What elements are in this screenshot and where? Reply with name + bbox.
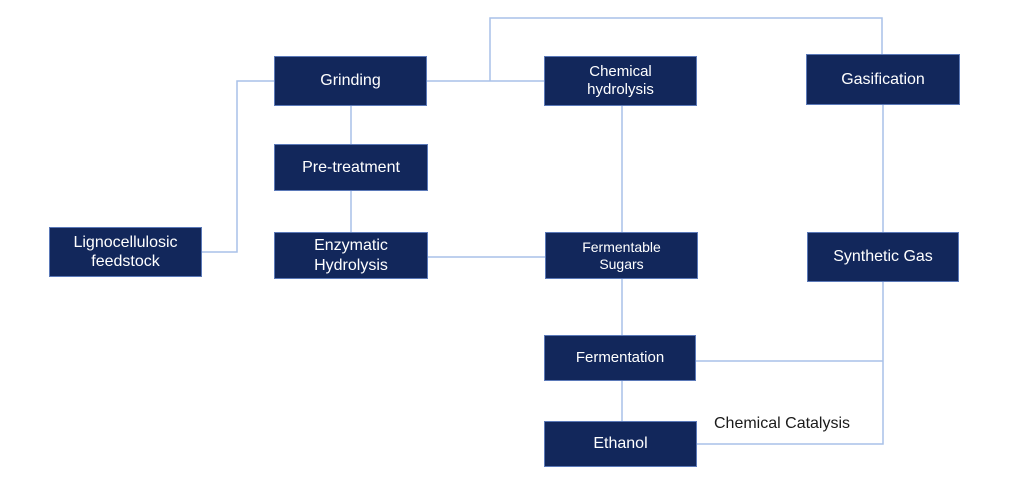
node-fermentation: Fermentation	[544, 335, 696, 381]
connector-grinding-to-gasification	[489, 17, 883, 81]
node-ethanol: Ethanol	[544, 421, 697, 467]
node-pre-treatment: Pre-treatment	[274, 144, 428, 191]
node-chemical-hydrolysis: Chemical hydrolysis	[544, 56, 697, 106]
node-gasification: Gasification	[806, 54, 960, 105]
connector-lignocellulosic-feedstock-to-grinding	[202, 80, 274, 253]
node-lignocellulosic-feedstock: Lignocellulosic feedstock	[49, 227, 202, 277]
node-grinding: Grinding	[274, 56, 427, 106]
node-synthetic-gas: Synthetic Gas	[807, 232, 959, 282]
chemical-catalysis-label: Chemical Catalysis	[714, 415, 851, 432]
connector-synthetic-gas-to-ethanol	[697, 282, 884, 445]
node-enzymatic-hydrolysis: Enzymatic Hydrolysis	[274, 232, 428, 279]
node-fermentable-sugars: Fermentable Sugars	[545, 232, 698, 279]
